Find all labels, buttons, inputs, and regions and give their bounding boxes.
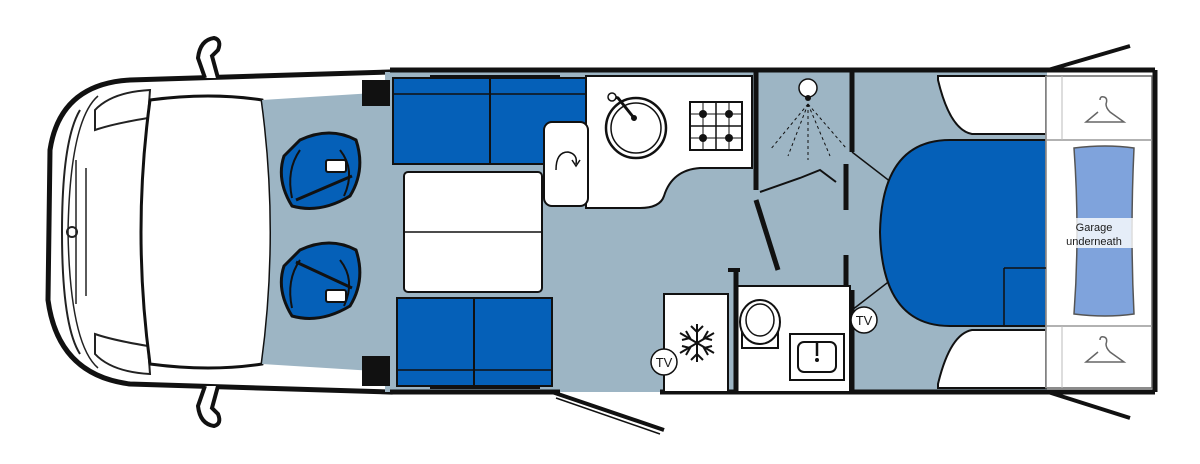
fridge-unit: TV — [650, 293, 729, 393]
cab — [45, 35, 393, 429]
tv-bedroom: TV — [850, 306, 878, 334]
island-bed — [878, 139, 1047, 327]
tv-kitchen-label: TV — [656, 355, 673, 370]
mirror-left — [195, 35, 222, 79]
shower-icon — [769, 78, 847, 160]
garage-label-line2: underneath — [1066, 236, 1122, 248]
entrance-door[interactable] — [551, 390, 665, 435]
toilet-icon — [739, 299, 781, 349]
fridge-snowflake-icon — [679, 324, 715, 362]
swivel-arrow-icon — [555, 151, 578, 171]
hob-icon — [689, 101, 743, 151]
cab-seat-bottom — [279, 241, 362, 320]
cab-seat-top — [279, 131, 362, 210]
bench-bottom — [396, 297, 553, 387]
seatbelt-icon — [325, 159, 347, 173]
kitchen-unit — [543, 75, 753, 209]
washbasin-icon — [789, 333, 845, 381]
seatbelt-icon — [325, 289, 347, 303]
tv-kitchen: TV — [650, 348, 678, 376]
tv-bedroom-label: TV — [856, 313, 873, 328]
badge-icon — [66, 226, 78, 238]
windscreen — [139, 94, 273, 370]
bench-top — [392, 77, 587, 165]
garage-label-line1: Garage — [1076, 222, 1113, 234]
hanger-icon — [1083, 96, 1127, 123]
dining-table — [403, 171, 543, 293]
washroom — [733, 70, 855, 393]
bedroom: Garage underneath TV — [850, 75, 1153, 389]
swivel-seat — [543, 121, 589, 207]
mirror-right — [195, 385, 222, 429]
hanger-icon — [1083, 336, 1127, 363]
sink-icon — [604, 92, 668, 160]
